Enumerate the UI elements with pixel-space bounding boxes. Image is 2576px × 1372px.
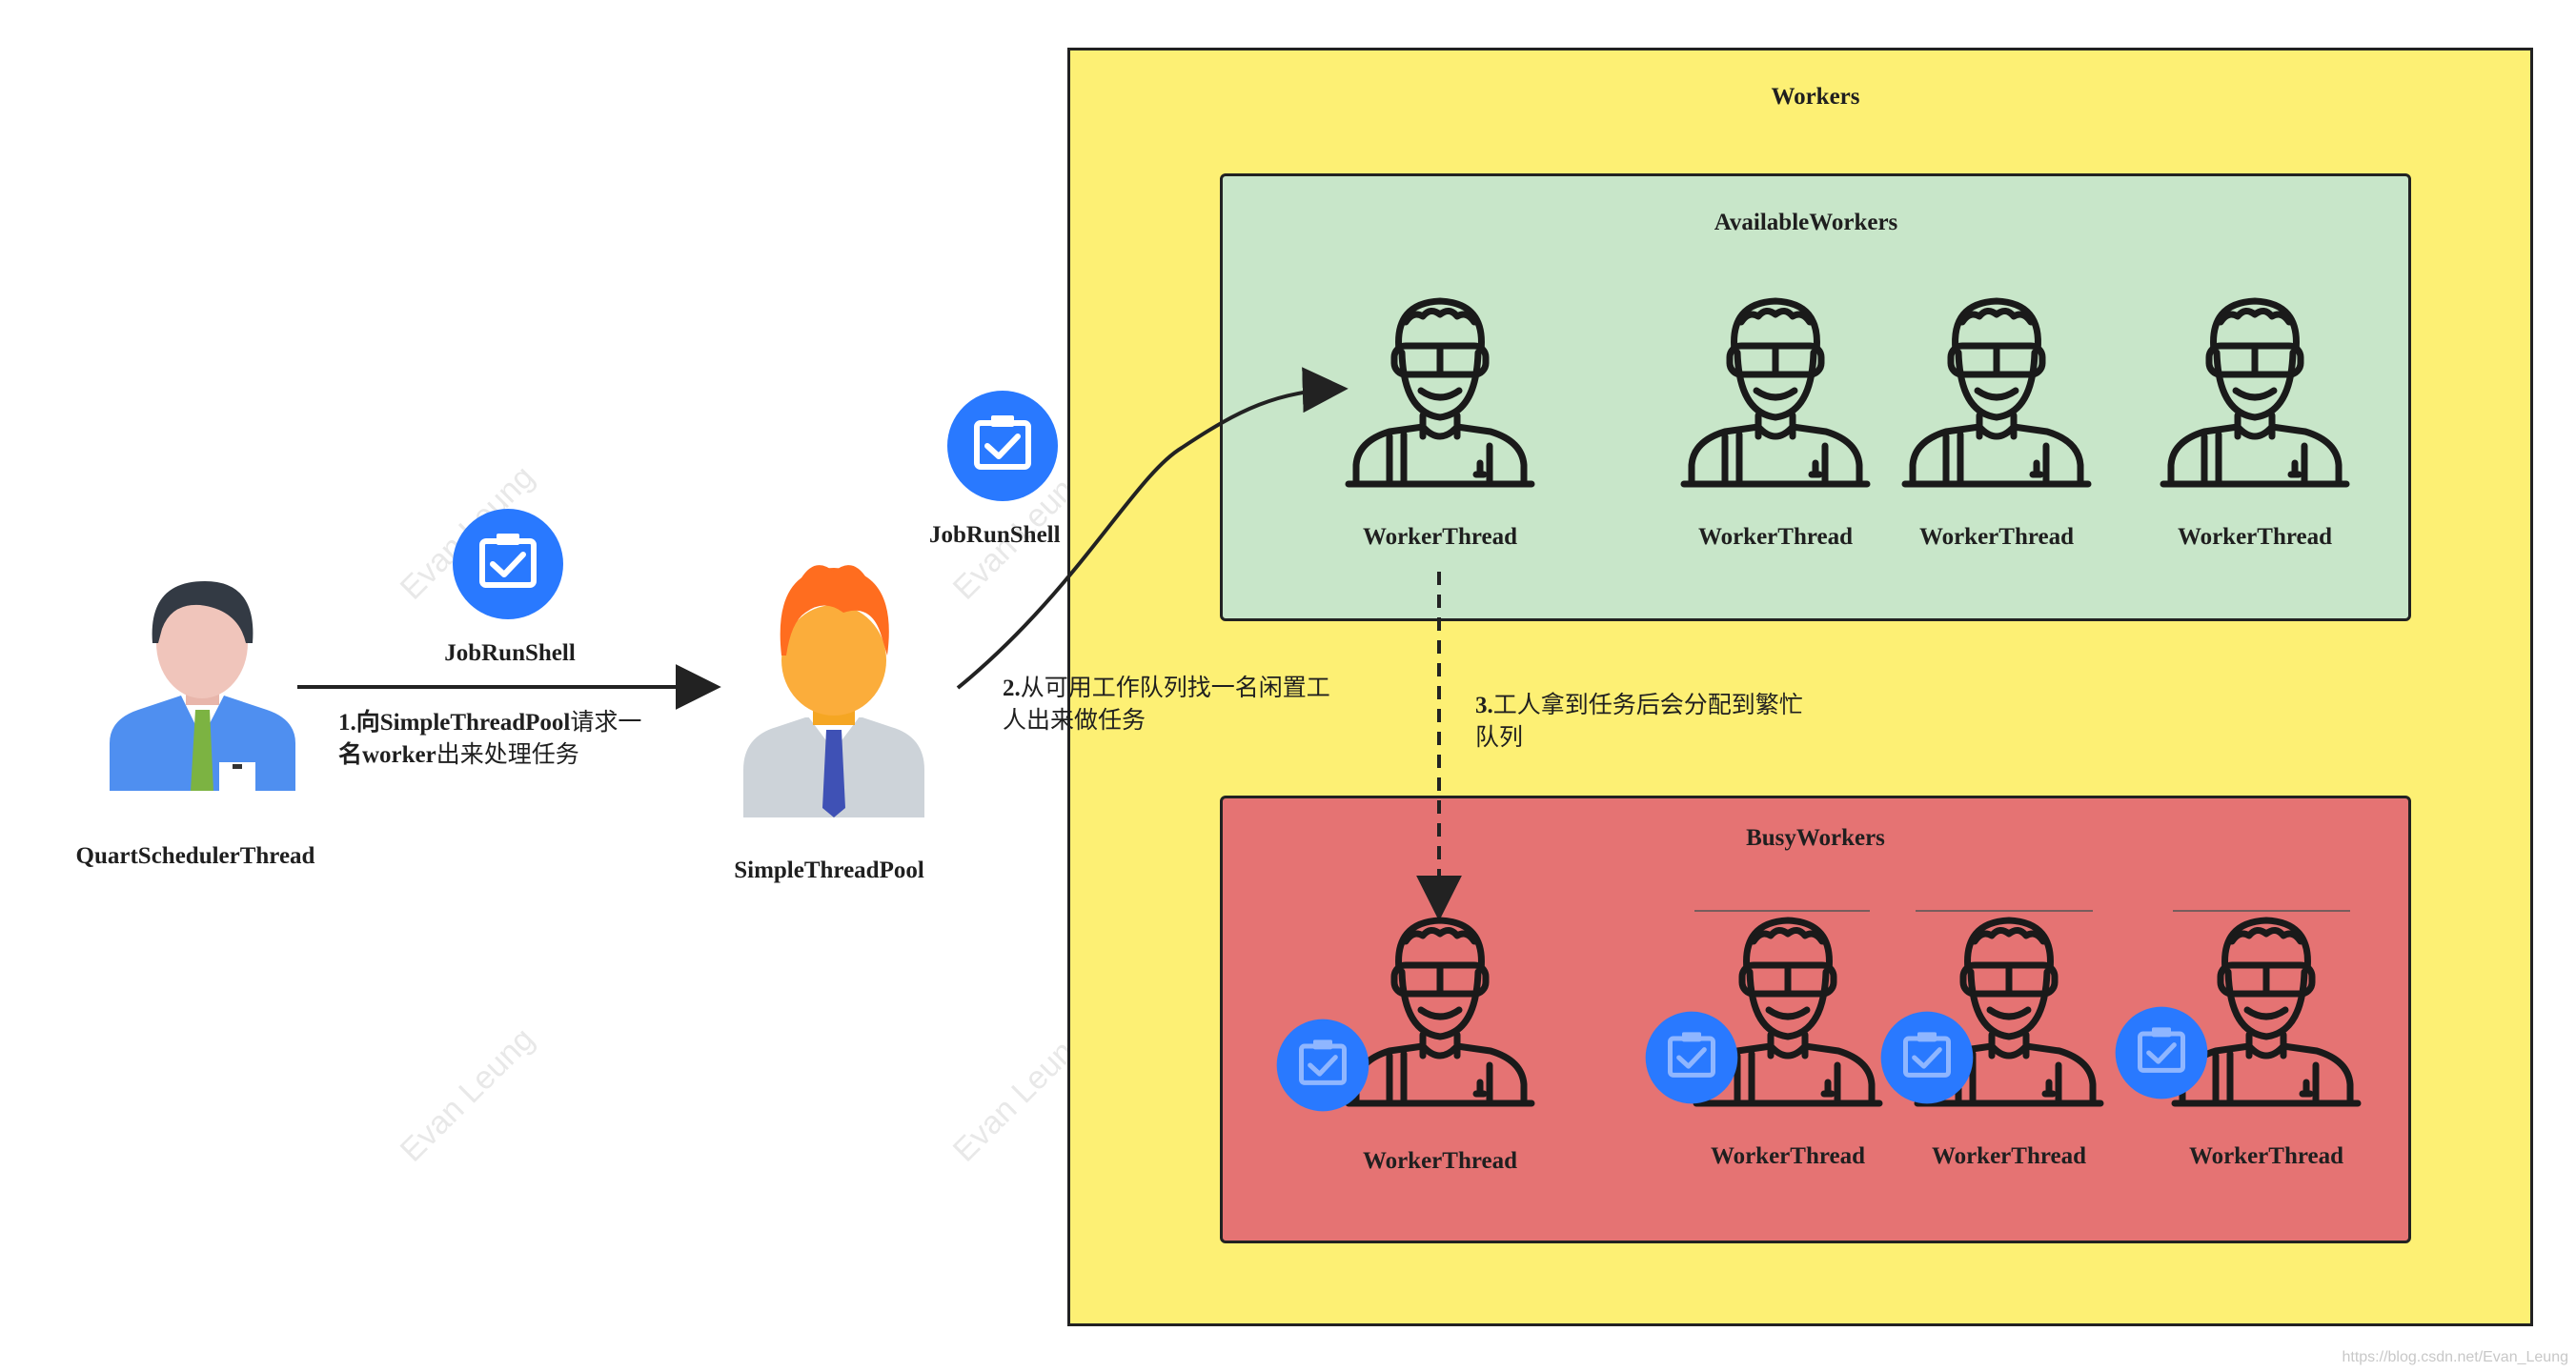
step1-bold2: 名worker bbox=[338, 742, 436, 768]
pool-label: SimpleThreadPool bbox=[734, 858, 924, 883]
worker-thread-label: WorkerThread bbox=[1918, 524, 2075, 550]
step3-num: 3. bbox=[1475, 693, 1493, 718]
task-label: JobRunShell bbox=[929, 522, 1061, 548]
clipboard-check-icon bbox=[453, 509, 563, 619]
worker-icon bbox=[1914, 917, 2104, 1107]
worker-icon bbox=[1345, 917, 1535, 1107]
worker-thread-label: WorkerThread bbox=[1710, 1143, 1866, 1169]
clipboard-check-icon bbox=[1645, 1011, 1738, 1104]
available-workers-title: AvailableWorkers bbox=[1714, 210, 1898, 235]
step3-note: 3.工人拿到任务后会分配到繁忙 队列 bbox=[1475, 690, 1837, 755]
businessman-icon bbox=[110, 581, 295, 791]
worker-thread-label: WorkerThread bbox=[1697, 524, 1854, 550]
step3-line1: 工人拿到任务后会分配到繁忙 bbox=[1492, 693, 1803, 718]
redhead-worker-icon bbox=[743, 565, 924, 817]
task-label: JobRunShell bbox=[444, 640, 576, 666]
clipboard-check-icon bbox=[2115, 1006, 2208, 1100]
worker-thread-label: WorkerThread bbox=[1362, 1148, 1518, 1174]
worker-icon bbox=[1345, 297, 1535, 488]
step2-num: 2. bbox=[1003, 676, 1021, 701]
step2-note: 2.从可用工作队列找一名闲置工 人出来做任务 bbox=[1003, 673, 1365, 737]
worker-thread-label: WorkerThread bbox=[1362, 524, 1518, 550]
busy-workers-title: BusyWorkers bbox=[1746, 825, 1885, 851]
assign-arrow bbox=[956, 367, 1349, 690]
workers-title: Workers bbox=[1771, 84, 1860, 110]
worker-icon bbox=[2160, 297, 2350, 488]
clipboard-check-icon bbox=[947, 391, 1058, 501]
worker-thread-label: WorkerThread bbox=[1931, 1143, 2087, 1169]
worker-icon bbox=[1901, 297, 2092, 488]
step1-text: 请求一 bbox=[570, 710, 642, 736]
step1-num: 1. bbox=[338, 710, 356, 736]
step3-line2: 队列 bbox=[1475, 725, 1524, 751]
available-workers-container bbox=[1220, 173, 2411, 621]
step1-note: 1.向SimpleThreadPool请求一 名worker出来处理任务 bbox=[338, 707, 691, 772]
clipboard-check-icon bbox=[1880, 1011, 1974, 1104]
step2-line2: 人出来做任务 bbox=[1003, 708, 1146, 734]
worker-thread-label: WorkerThread bbox=[2177, 524, 2333, 550]
footer-url: https://blog.csdn.net/Evan_Leung bbox=[2342, 1349, 2568, 1365]
step1-text2: 出来处理任务 bbox=[436, 742, 579, 768]
clipboard-check-icon bbox=[1276, 1019, 1369, 1112]
step1-bold: 向SimpleThreadPool bbox=[355, 710, 571, 736]
worker-icon bbox=[1680, 297, 1871, 488]
scheduler-label: QuartSchedulerThread bbox=[75, 843, 315, 869]
worker-thread-label: WorkerThread bbox=[2188, 1143, 2344, 1169]
step2-line1: 从可用工作队列找一名闲置工 bbox=[1020, 676, 1330, 701]
